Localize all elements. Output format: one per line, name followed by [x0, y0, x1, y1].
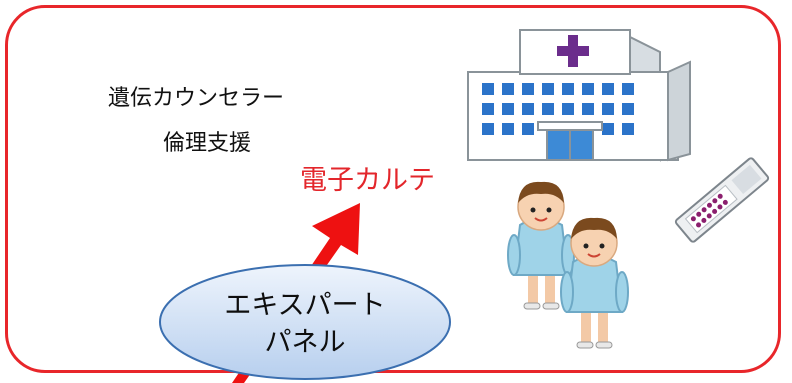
group-frame — [5, 5, 781, 373]
hospital-icon — [467, 29, 691, 162]
expert-panel-bubble — [159, 264, 451, 380]
patient-icon — [507, 181, 575, 310]
patient-icon — [560, 217, 629, 349]
ethics-support-label: 倫理支援 — [163, 131, 252, 156]
expert-panel-line2: パネル — [264, 327, 346, 358]
specimen-slide-icon — [674, 157, 770, 243]
expert-panel-text: エキスパート パネル — [160, 287, 450, 361]
genetic-counselor-label: 遺伝カウンセラー — [108, 86, 285, 111]
electronic-medical-record-label: 電子カルテ — [300, 165, 435, 196]
expert-panel-line1: エキスパート — [224, 290, 386, 321]
